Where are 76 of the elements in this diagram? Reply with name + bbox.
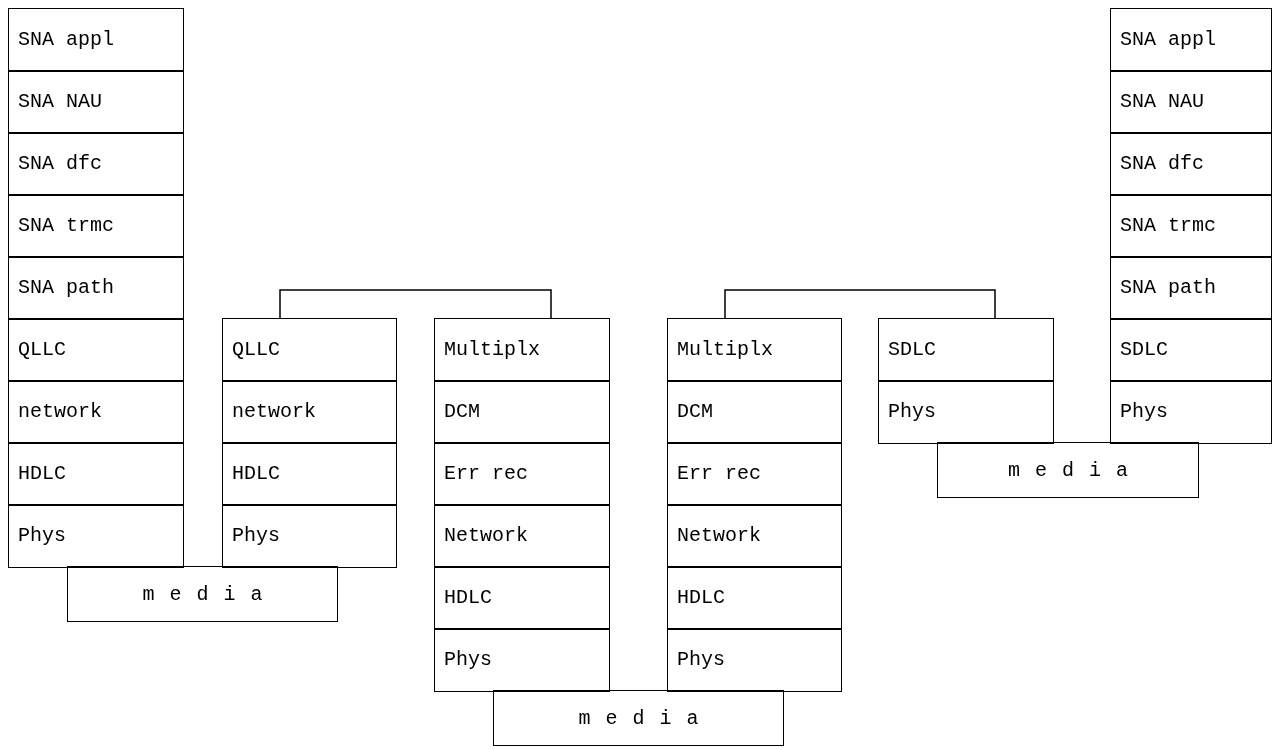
layer-label: Err rec — [676, 462, 761, 486]
layer-label: network — [17, 400, 102, 424]
layer-label: SDLC — [1119, 338, 1168, 362]
layer-label: SNA NAU — [17, 90, 102, 114]
layer-label: Multiplx — [676, 338, 773, 362]
protocol-layer-box — [434, 442, 610, 506]
layer-label: SNA path — [1119, 276, 1216, 300]
layer-label: Network — [676, 524, 761, 548]
layer-label: SNA dfc — [17, 152, 102, 176]
protocol-layer-box — [222, 504, 397, 568]
protocol-layer-box — [667, 628, 842, 692]
protocol-layer-box — [878, 380, 1054, 444]
layer-label: Phys — [443, 648, 492, 672]
protocol-layer-box — [8, 70, 184, 134]
layer-label: HDLC — [231, 462, 280, 486]
protocol-layer-box — [667, 380, 842, 444]
layer-label: QLLC — [231, 338, 280, 362]
layer-label: SNA path — [17, 276, 114, 300]
layer-label: Multiplx — [443, 338, 540, 362]
connector-line — [724, 289, 996, 319]
layer-label: SNA trmc — [17, 214, 114, 238]
layer-label: SNA trmc — [1119, 214, 1216, 238]
protocol-layer-box — [434, 504, 610, 568]
protocol-layer-box — [222, 318, 397, 382]
protocol-layer-box — [1110, 70, 1272, 134]
layer-label: Phys — [231, 524, 280, 548]
protocol-layer-box — [667, 566, 842, 630]
layer-label: DCM — [676, 400, 713, 424]
protocol-layer-box — [878, 318, 1054, 382]
layer-label: HDLC — [17, 462, 66, 486]
layer-label: QLLC — [17, 338, 66, 362]
layer-label: DCM — [443, 400, 480, 424]
layer-label: network — [231, 400, 316, 424]
layer-label: media — [1007, 458, 1143, 482]
protocol-layer-box — [434, 318, 610, 382]
protocol-layer-box — [8, 8, 184, 72]
protocol-layer-box — [1110, 8, 1272, 72]
protocol-layer-box — [8, 504, 184, 568]
layer-label: Phys — [17, 524, 66, 548]
protocol-layer-box — [8, 380, 184, 444]
media-box — [937, 442, 1199, 498]
protocol-layer-box — [434, 380, 610, 444]
layer-label: SNA appl — [1119, 28, 1216, 52]
protocol-layer-box — [222, 442, 397, 506]
layer-label: Phys — [676, 648, 725, 672]
layer-label: Err rec — [443, 462, 528, 486]
protocol-layer-box — [1110, 380, 1272, 444]
connector-line — [279, 289, 552, 319]
layer-label: Phys — [887, 400, 936, 424]
layer-label: SNA NAU — [1119, 90, 1204, 114]
layer-label: SDLC — [887, 338, 936, 362]
media-box — [67, 566, 338, 622]
protocol-layer-box — [8, 194, 184, 258]
media-box — [493, 690, 784, 746]
protocol-layer-box — [8, 132, 184, 196]
protocol-layer-box — [1110, 132, 1272, 196]
protocol-layer-box — [222, 380, 397, 444]
layer-label: media — [577, 706, 714, 730]
protocol-layer-box — [8, 256, 184, 320]
layer-label: SNA appl — [17, 28, 114, 52]
protocol-layer-box — [667, 318, 842, 382]
layer-label: SNA dfc — [1119, 152, 1204, 176]
layer-label: HDLC — [443, 586, 492, 610]
protocol-layer-box — [434, 628, 610, 692]
layer-label: HDLC — [676, 586, 725, 610]
protocol-layer-box — [8, 318, 184, 382]
layer-label: Phys — [1119, 400, 1168, 424]
protocol-layer-box — [667, 504, 842, 568]
layer-label: media — [141, 582, 278, 606]
protocol-layer-box — [1110, 256, 1272, 320]
protocol-layer-box — [434, 566, 610, 630]
protocol-layer-box — [1110, 194, 1272, 258]
protocol-layer-box — [1110, 318, 1272, 382]
layer-label: Network — [443, 524, 528, 548]
protocol-layer-box — [667, 442, 842, 506]
protocol-layer-box — [8, 442, 184, 506]
